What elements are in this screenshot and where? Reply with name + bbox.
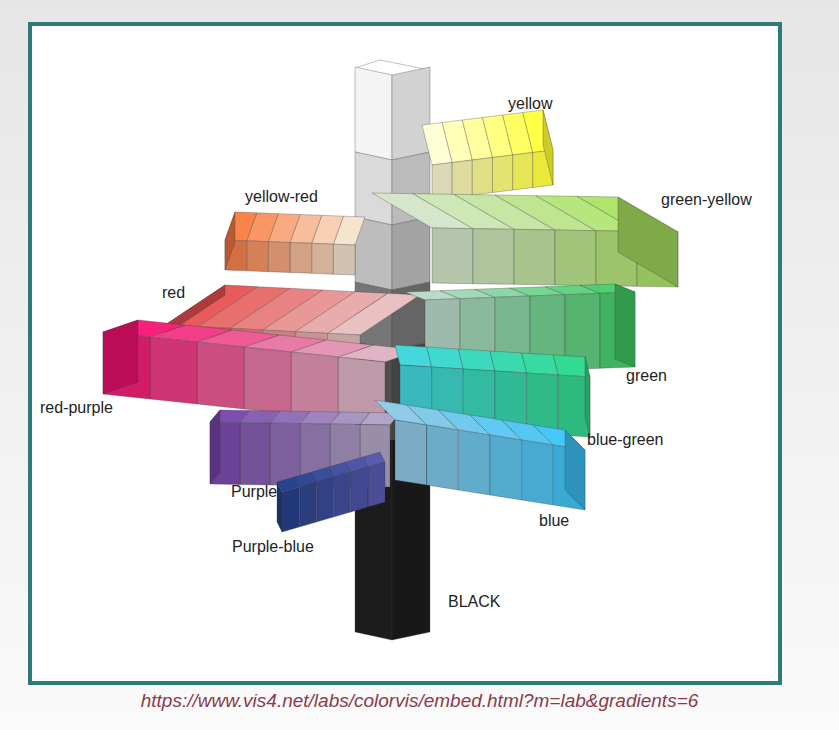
slab-front (555, 230, 596, 286)
slab-end (585, 357, 590, 437)
slab-top (522, 353, 559, 375)
slab-front (240, 423, 270, 486)
slab-front (268, 242, 290, 273)
slab-front (490, 435, 522, 500)
slab-front (452, 160, 472, 198)
slab-front (316, 477, 333, 522)
hue-label: Purple-blue (232, 538, 314, 556)
slab-front (333, 244, 355, 275)
slab-front (522, 440, 554, 505)
hue-label: red (162, 284, 185, 302)
hue-label: blue (539, 512, 569, 530)
slab-front (368, 462, 385, 507)
hue-label: green (626, 367, 667, 385)
slab-end (615, 284, 635, 367)
column-segment (355, 67, 392, 160)
slab-front (432, 228, 473, 284)
slab-end (618, 197, 678, 287)
source-caption: https://www.vis4.net/labs/colorvis/embed… (0, 690, 839, 712)
hue-label: BLACK (448, 593, 500, 611)
slab-front (290, 243, 312, 274)
slab-top (395, 345, 432, 367)
slab-front (472, 158, 492, 196)
hue-label: yellow (508, 95, 552, 113)
hue-label: blue-green (587, 431, 664, 449)
slab-top (458, 349, 495, 371)
column-segment (392, 67, 430, 160)
hue-label: Purple (231, 483, 277, 501)
slab-end (543, 110, 553, 185)
hue-label: yellow-red (245, 188, 318, 206)
slab-front (270, 423, 300, 486)
slab-front (291, 352, 338, 419)
slab-front (351, 467, 368, 512)
hue-label: green-yellow (661, 191, 752, 209)
slab-top (490, 351, 527, 373)
column-segment (355, 152, 392, 225)
slab-end (210, 410, 220, 484)
slab-front (299, 482, 316, 527)
hue-label: red-purple (40, 399, 113, 417)
slab-end (225, 212, 235, 270)
slab-top (427, 347, 464, 369)
slab-front (247, 241, 269, 272)
slab-front (197, 342, 244, 409)
slab-front (473, 229, 514, 285)
slab-front (282, 487, 299, 532)
slab-end (565, 430, 585, 510)
slab-front (514, 229, 555, 285)
column-segment (392, 217, 430, 290)
slab-top (553, 355, 590, 377)
slab-front (513, 153, 533, 191)
slab-end (277, 482, 282, 532)
slab-front (334, 472, 351, 517)
slab-end (103, 320, 138, 394)
slab-front (150, 337, 197, 404)
slab-front (493, 155, 513, 193)
slab-front (244, 347, 291, 414)
slab-front (312, 243, 334, 274)
slab-front (427, 425, 459, 490)
slab-front (395, 420, 427, 485)
slab-front (458, 430, 490, 495)
